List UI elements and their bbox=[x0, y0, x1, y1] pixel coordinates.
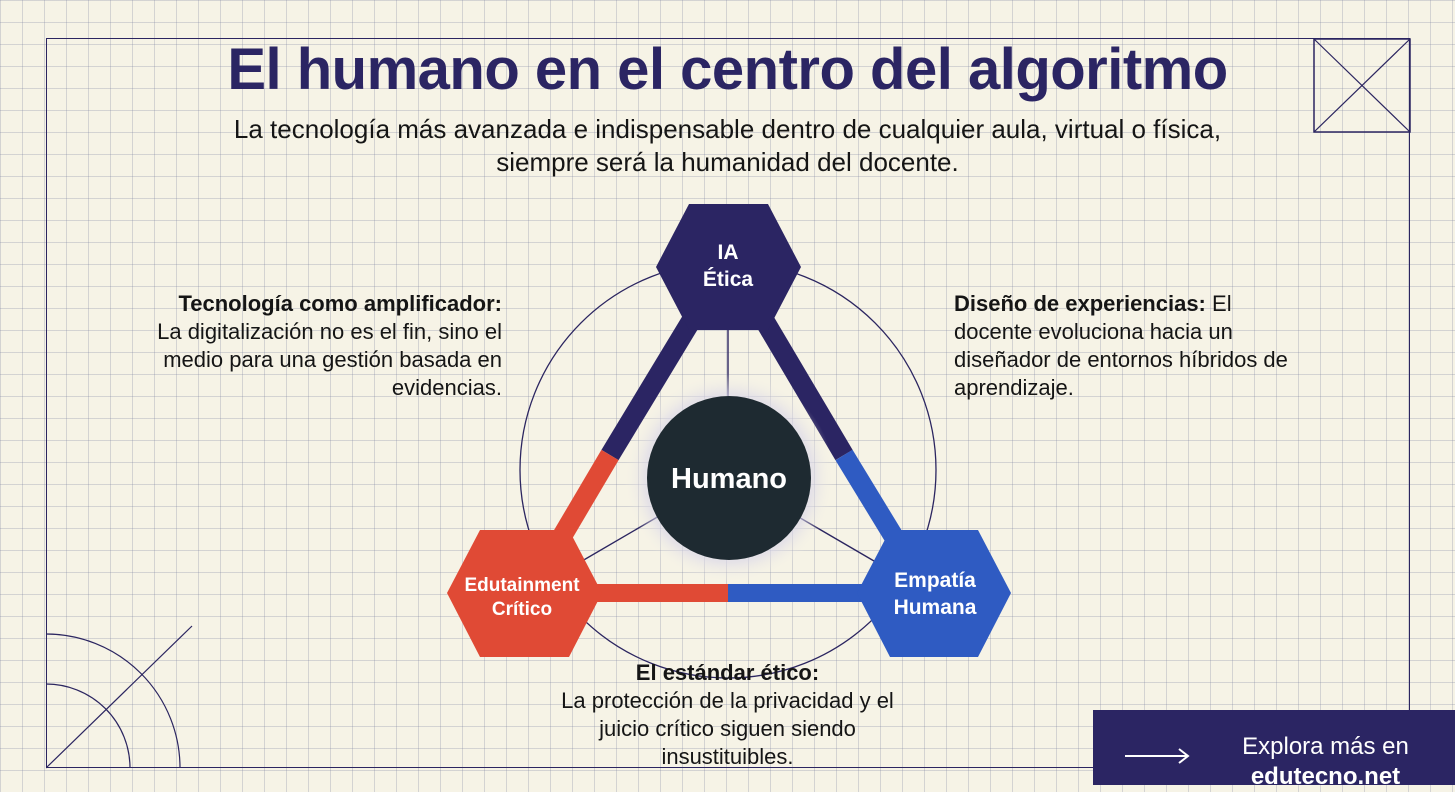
center-label: Humano bbox=[671, 463, 787, 495]
text-block-bottom-heading: El estándar ético: bbox=[635, 660, 820, 685]
corner-crossed-box-icon bbox=[1313, 38, 1411, 133]
page-frame bbox=[46, 38, 1410, 768]
node-ia-line1: IA bbox=[718, 241, 739, 264]
text-block-left-heading: Tecnología como amplificador: bbox=[178, 291, 502, 316]
text-block-right-heading: Diseño de experiencias: bbox=[954, 291, 1206, 316]
text-block-bottom: El estándar ético: La protección de la p… bbox=[540, 659, 915, 771]
text-block-left: Tecnología como amplificador: La digital… bbox=[110, 290, 502, 402]
hexagon-edutainment bbox=[447, 530, 602, 657]
cta-text: Explora más en edutecno.net bbox=[1213, 732, 1438, 792]
corner-arc-icon bbox=[46, 625, 193, 769]
hexagon-empatia bbox=[857, 530, 1011, 657]
text-block-bottom-body: La protección de la privacidad y el juic… bbox=[561, 688, 894, 769]
node-edutainment-line2: Crítico bbox=[492, 599, 552, 620]
cta-site: edutecno.net bbox=[1250, 763, 1401, 790]
cta-label: Explora más en bbox=[1242, 733, 1409, 760]
node-edutainment-line1: Edutainment bbox=[464, 575, 580, 596]
text-block-right-body: El docente evoluciona hacia un diseñador… bbox=[954, 291, 1288, 400]
hexagon-ia-etica bbox=[656, 204, 801, 330]
center-circle bbox=[647, 396, 811, 560]
page-title: El humano en el centro del algoritmo bbox=[227, 37, 1228, 102]
text-block-left-body: La digitalización no es el fin, sino el … bbox=[157, 319, 502, 400]
edge-top-left-dark bbox=[601, 297, 711, 461]
node-empatia-line2: Humana bbox=[894, 596, 977, 619]
page-subtitle: La tecnología más avanzada e indispensab… bbox=[233, 114, 1222, 177]
explore-more-link[interactable]: Explora más en edutecno.net bbox=[1093, 710, 1455, 790]
text-block-right: Diseño de experiencias: El docente evolu… bbox=[954, 290, 1299, 402]
edge-top-right-dark bbox=[745, 297, 853, 461]
node-ia-line2: Ética bbox=[703, 268, 754, 291]
node-empatia-line1: Empatía bbox=[894, 569, 976, 592]
arrow-right-icon bbox=[1125, 748, 1190, 764]
